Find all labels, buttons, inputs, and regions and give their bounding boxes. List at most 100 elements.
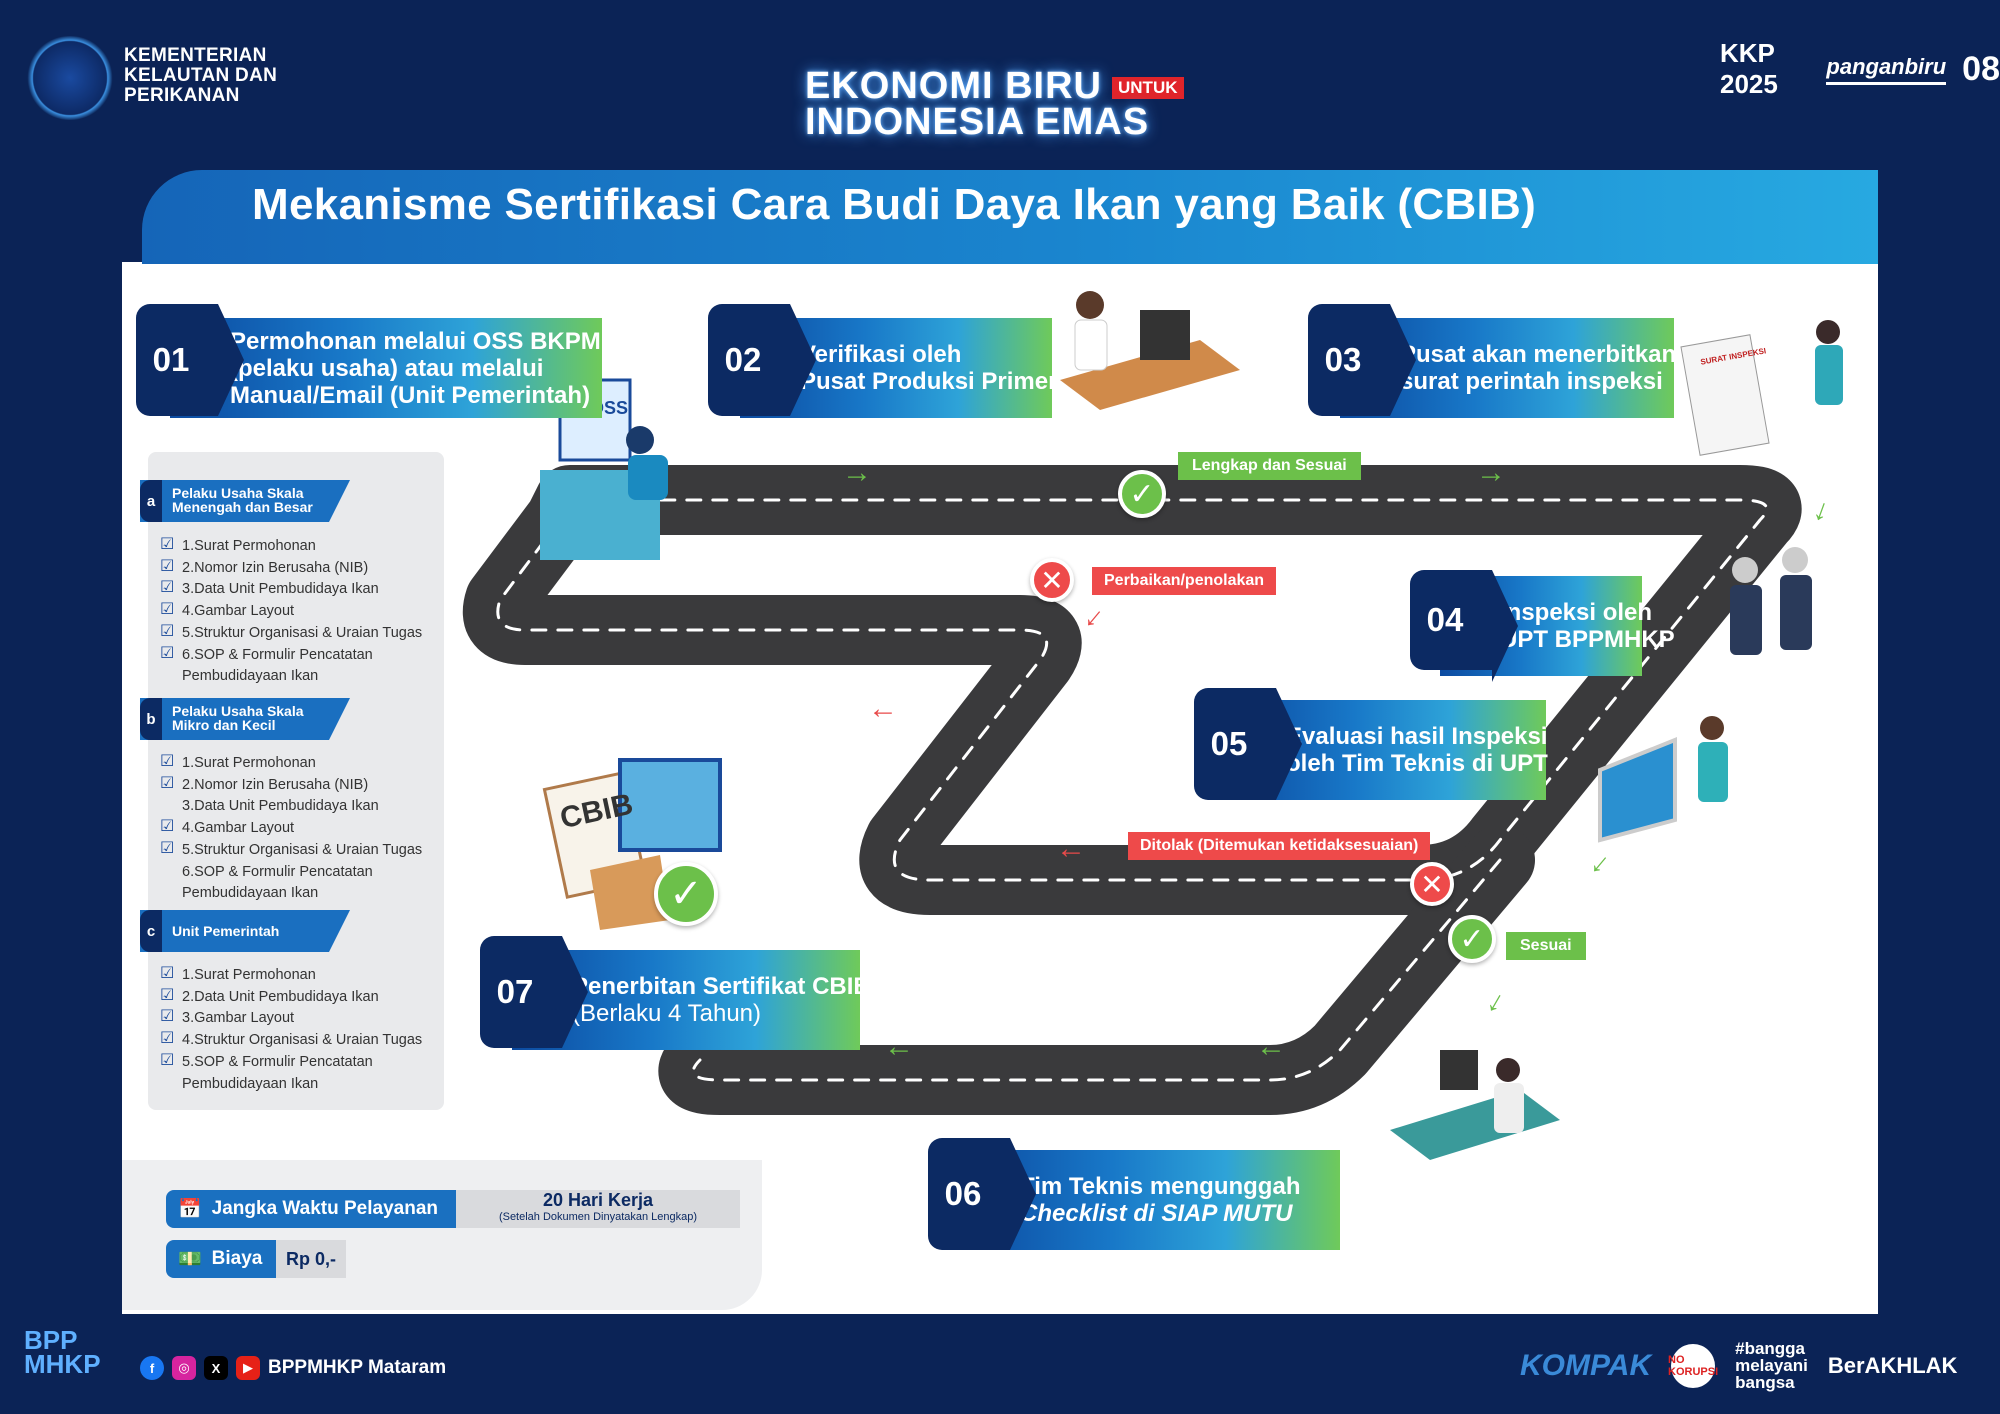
step-02-number: 02 <box>708 304 816 416</box>
service-cost-text: Biaya <box>211 1248 263 1269</box>
money-icon: 💵 <box>178 1249 202 1270</box>
list-item: 3.Data Unit Pembudidaya Ikan <box>160 577 422 601</box>
list-item: 5.SOP & Formulir Pencatatan <box>160 1050 422 1074</box>
org-line: PERIKANAN <box>124 85 240 106</box>
req-c-header: Unit Pemerintah <box>140 910 350 952</box>
step-text: UPT BPPMHKP <box>1500 626 1675 653</box>
perbaikan-label: Perbaikan/penolakan <box>1092 567 1277 595</box>
arrow-right-icon: → <box>1476 456 1506 489</box>
step-text: (Berlaku 4 Tahun) <box>572 1000 761 1027</box>
calendar-icon: 📅 <box>178 1199 202 1220</box>
service-cost-label: 💵 Biaya <box>166 1240 276 1278</box>
list-item: 1.Surat Permohonan <box>160 963 422 987</box>
cbib-certificate-illustration <box>542 758 722 930</box>
list-item: 5.Struktur Organisasi & Uraian Tugas <box>160 621 422 645</box>
upload-desk-illustration <box>1390 1050 1560 1160</box>
approve-check-icon: ✓ <box>1118 470 1166 518</box>
footer-logos: KOMPAK NO KORUPSI #bangga melayani bangs… <box>1520 1340 1957 1391</box>
social-links: f ◎ X ▶ BPPMHKP Mataram <box>140 1356 446 1380</box>
no-korupsi-logo: NO KORUPSI <box>1668 1343 1718 1388</box>
step-03-number: 03 <box>1308 304 1416 416</box>
facebook-icon[interactable]: f <box>140 1356 164 1380</box>
x-icon[interactable]: X <box>204 1356 228 1380</box>
step-06-number: 06 <box>928 1138 1036 1250</box>
step-text: (pelaku usaha) atau melalui <box>230 354 544 382</box>
logo-08: 08 <box>1962 49 2000 88</box>
step-01-number: 01 <box>136 304 244 416</box>
req-a-list: 1.Surat Permohonan 2.Nomor Izin Berusaha… <box>160 534 422 688</box>
req-b-list: 1.Surat Permohonan 2.Nomor Izin Berusaha… <box>160 751 422 905</box>
list-item: 4.Gambar Layout <box>160 599 422 623</box>
youtube-icon[interactable]: ▶ <box>236 1356 260 1380</box>
inspection-letter-illustration <box>1680 320 1843 456</box>
list-item: Pembudidayaan Ikan <box>182 1075 319 1092</box>
step-04-number: 04 <box>1410 570 1518 682</box>
req-title: Menengah dan Besar <box>172 499 313 515</box>
req-title: Mikro dan Kecil <box>172 717 276 733</box>
reject-x-icon: ✕ <box>1030 558 1074 602</box>
req-c-letter: c <box>140 910 162 952</box>
ministry-name: KEMENTERIAN KELAUTAN DAN PERIKANAN <box>124 46 277 106</box>
service-time-text: Jangka Waktu Pelayanan <box>211 1198 439 1219</box>
bangga-melayani-logo: #bangga melayani bangsa <box>1735 1340 1808 1391</box>
list-item: 2.Nomor Izin Berusaha (NIB) <box>160 556 422 580</box>
step-07-number: 07 <box>480 936 588 1048</box>
step-text: Verifikasi oleh <box>800 341 962 368</box>
kompak-logo: KOMPAK <box>1520 1348 1652 1382</box>
req-title: Pelaku Usaha Skala <box>172 485 304 501</box>
arrow-left-icon: ← <box>1056 832 1086 865</box>
list-item: 1.Surat Permohonan <box>160 751 422 775</box>
bpp-line: BPP <box>24 1325 78 1355</box>
bm-line: melayani <box>1735 1356 1808 1375</box>
service-cost-value: Rp 0,- <box>276 1240 346 1278</box>
list-item: 4.Gambar Layout <box>160 816 422 840</box>
arrow-left-icon: ← <box>868 692 898 725</box>
arrow-right-icon: → <box>842 456 872 489</box>
sesuai-label: Sesuai <box>1506 932 1586 960</box>
step-text: Permohonan melalui OSS BKPM <box>230 327 601 355</box>
time-note: (Setelah Dokumen Dinyatakan Lengkap) <box>498 1211 698 1223</box>
ditolak-label: Ditolak (Ditemukan ketidaksesuaian) <box>1128 832 1431 860</box>
time-value: 20 Hari Kerja <box>542 1190 654 1210</box>
req-a-letter: a <box>140 480 162 522</box>
bppmhkp-logo: BPP MHKP <box>24 1325 101 1379</box>
step-text: oleh Tim Teknis di UPT <box>1286 750 1548 777</box>
campaign-untuk: UNTUK <box>1112 76 1184 99</box>
bm-line: bangsa <box>1735 1373 1795 1392</box>
page-title: Mekanisme Sertifikasi Cara Budi Daya Ika… <box>252 180 1537 229</box>
req-c-list: 1.Surat Permohonan 2.Data Unit Pembudida… <box>160 963 422 1095</box>
step-text: Checklist di SIAP MUTU <box>1020 1200 1293 1227</box>
list-item: 2.Data Unit Pembudidaya Ikan <box>160 985 422 1009</box>
req-title: Unit Pemerintah <box>172 923 280 939</box>
kkp-logo: KKP 2025 <box>1720 38 1778 99</box>
cbib-approved-check-icon: ✓ <box>654 862 718 926</box>
list-item: 6.SOP & Formulir Pencatatan <box>182 863 373 880</box>
title-banner <box>142 170 1878 264</box>
bpp-line: MHKP <box>24 1349 101 1379</box>
list-item: 3.Data Unit Pembudidaya Ikan <box>182 798 379 815</box>
org-line: KELAUTAN DAN <box>124 65 278 86</box>
step-text: Pusat Produksi Primer <box>800 368 1058 395</box>
inspectors-illustration <box>1730 547 1812 655</box>
step-text: Pusat akan menerbitkan <box>1400 341 1677 368</box>
req-b-letter: b <box>140 698 162 740</box>
service-time-label: 📅 Jangka Waktu Pelayanan <box>166 1190 456 1228</box>
list-item: 3.Gambar Layout <box>160 1006 422 1030</box>
list-item: 2.Nomor Izin Berusaha (NIB) <box>160 773 422 797</box>
service-time-value: 20 Hari Kerja (Setelah Dokumen Dinyataka… <box>456 1190 740 1228</box>
step-text: Penerbitan Sertifikat CBIB <box>572 973 871 1000</box>
campaign-line-1: EKONOMI BIRU <box>805 65 1102 107</box>
step-text: Manual/Email (Unit Pemerintah) <box>230 381 591 409</box>
panganbiru-logo: panganbiru <box>1826 54 1947 85</box>
evaluation-screen-illustration <box>1598 716 1728 843</box>
road-center-line <box>496 498 1769 882</box>
instagram-icon[interactable]: ◎ <box>172 1356 196 1380</box>
social-handle[interactable]: BPPMHKP Mataram <box>268 1357 447 1378</box>
step-text: Evaluasi hasil Inspeksi <box>1286 723 1548 750</box>
lengkap-label: Lengkap dan Sesuai <box>1178 452 1361 480</box>
list-item: 4.Struktur Organisasi & Uraian Tugas <box>160 1028 422 1052</box>
org-line: KEMENTERIAN <box>124 45 267 66</box>
